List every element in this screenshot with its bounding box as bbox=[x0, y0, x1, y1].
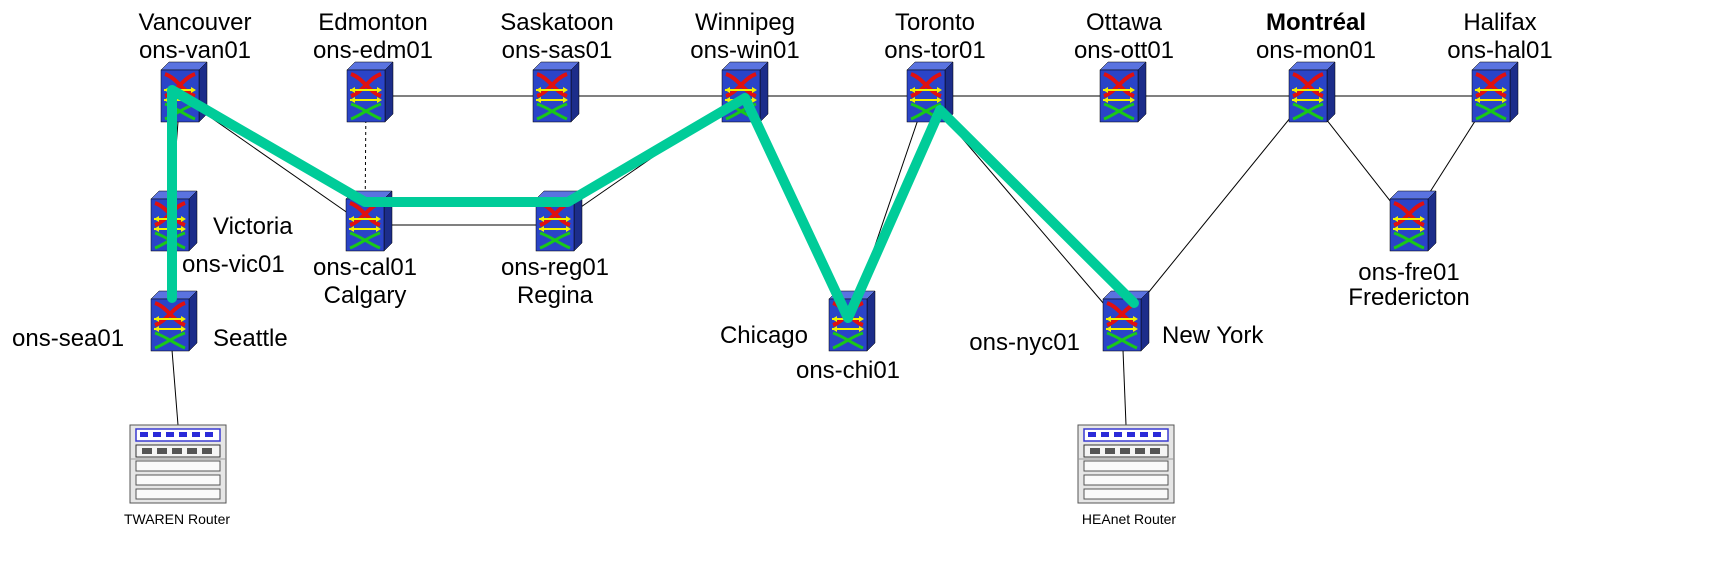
node-code-mon: ons-mon01 bbox=[1256, 37, 1376, 64]
node-code-van: ons-van01 bbox=[139, 37, 251, 64]
node-name-edm: Edmonton bbox=[318, 9, 427, 36]
node-code-sas: ons-sas01 bbox=[502, 37, 613, 64]
node-code-nyc: ons-nyc01 bbox=[969, 329, 1080, 356]
node-code-fre: ons-fre01 bbox=[1358, 259, 1459, 286]
optical-switch-icon-ott[interactable] bbox=[1099, 61, 1147, 123]
node-name-fre: Fredericton bbox=[1348, 284, 1469, 311]
node-code-hal: ons-hal01 bbox=[1447, 37, 1552, 64]
node-code-win: ons-win01 bbox=[690, 37, 799, 64]
node-code-edm: ons-edm01 bbox=[313, 37, 433, 64]
router-icon-heanet[interactable] bbox=[1077, 424, 1175, 504]
node-name-sas: Saskatoon bbox=[500, 9, 613, 36]
router-icon-twaren[interactable] bbox=[129, 424, 227, 504]
node-code-sea: ons-sea01 bbox=[12, 325, 124, 352]
optical-switch-icon-mon[interactable] bbox=[1288, 61, 1336, 123]
node-name-hal: Halifax bbox=[1463, 9, 1536, 36]
node-name-reg: Regina bbox=[517, 282, 594, 309]
highlighted-lightpath bbox=[167, 85, 1139, 323]
optical-switch-icon-hal[interactable] bbox=[1471, 61, 1519, 123]
optical-switch-icon-sea[interactable] bbox=[150, 290, 198, 352]
highlighted-path-layer bbox=[167, 85, 1139, 323]
node-code-tor: ons-tor01 bbox=[884, 37, 985, 64]
optical-switch-icon-sas[interactable] bbox=[532, 61, 580, 123]
optical-switch-icon-fre[interactable] bbox=[1389, 190, 1437, 252]
node-name-sea: Seattle bbox=[213, 325, 288, 352]
node-code-cal: ons-cal01 bbox=[313, 254, 417, 281]
node-name-tor: Toronto bbox=[895, 9, 975, 36]
node-name-cal: Calgary bbox=[324, 282, 407, 309]
node-code-vic: ons-vic01 bbox=[182, 251, 285, 278]
router-label-heanet: HEAnet Router bbox=[1082, 511, 1176, 527]
optical-switch-icon-edm[interactable] bbox=[346, 61, 394, 123]
node-code-reg: ons-reg01 bbox=[501, 254, 609, 281]
node-name-ott: Ottawa bbox=[1086, 9, 1163, 36]
node-name-van: Vancouver bbox=[139, 9, 252, 36]
node-name-chi: Chicago bbox=[720, 322, 808, 349]
link-nyc-mon bbox=[1121, 95, 1309, 326]
node-code-ott: ons-ott01 bbox=[1074, 37, 1174, 64]
node-name-mon: Montréal bbox=[1266, 9, 1366, 36]
node-name-win: Winnipeg bbox=[695, 9, 795, 36]
node-code-chi: ons-chi01 bbox=[796, 357, 900, 384]
router-label-twaren: TWAREN Router bbox=[124, 511, 230, 527]
node-name-nyc: New York bbox=[1162, 322, 1264, 349]
node-name-vic: Victoria bbox=[213, 213, 293, 240]
optical-switch-icon-chi[interactable] bbox=[828, 290, 876, 352]
